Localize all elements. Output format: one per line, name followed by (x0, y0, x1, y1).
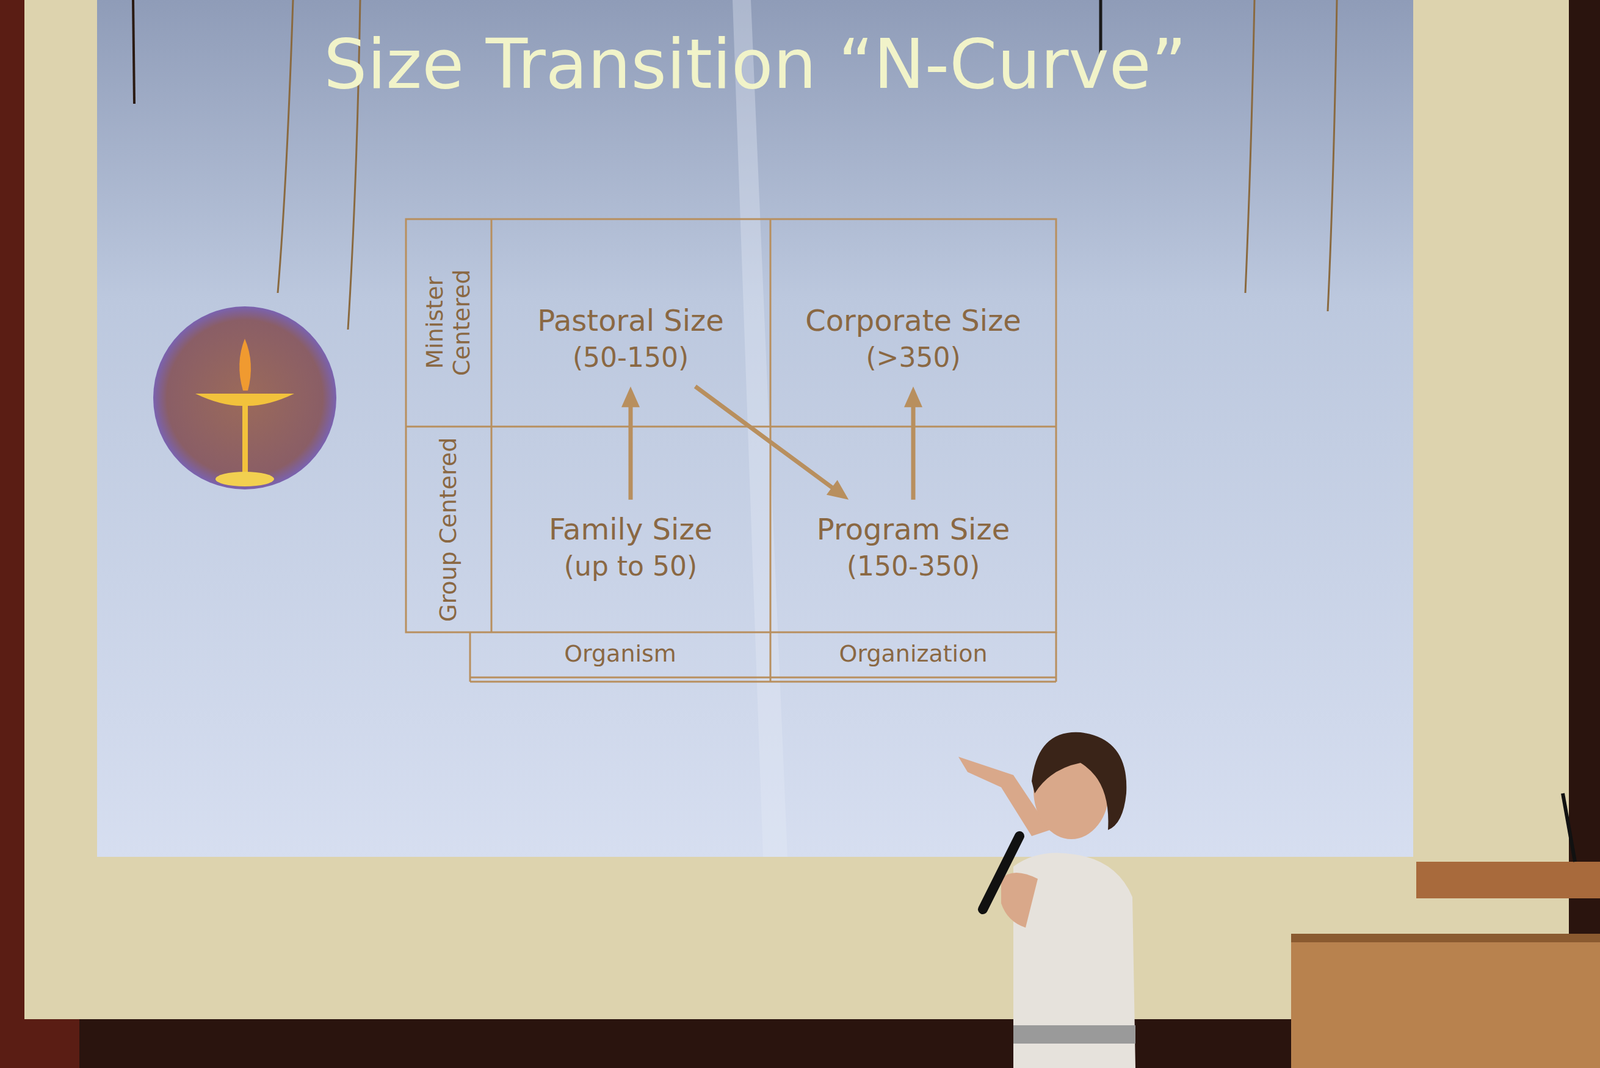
projected-slide (97, 0, 1414, 858)
cell-heading: Pastoral Size (537, 303, 724, 339)
transition-arrow (695, 386, 849, 500)
hanging-wire (277, 0, 294, 294)
podium-top (1416, 861, 1600, 899)
cell-range: (>350) (805, 341, 1022, 375)
podium-mic (1562, 793, 1575, 862)
cell-range: (150-350) (816, 550, 1010, 583)
light-streak (732, 0, 788, 858)
cell-heading: Corporate Size (805, 303, 1022, 339)
size-cell: Corporate Size(>350) (791, 294, 1035, 383)
slide-title: Size Transition “N-Curve” (97, 24, 1414, 104)
size-cell: Family Size(up to 50) (535, 503, 726, 592)
row-header: Group Centered (435, 413, 463, 646)
hanging-wire (133, 0, 135, 104)
screen (24, 0, 1569, 1020)
chalice-flame (239, 338, 251, 391)
presenter-hair (1031, 732, 1127, 831)
column-header: Organization (772, 640, 1054, 668)
column-header: Organism (485, 640, 755, 668)
presenter-hand (1001, 872, 1038, 928)
hanging-wire (1245, 0, 1255, 294)
cell-heading: Program Size (816, 512, 1010, 548)
cell-range: (50-150) (537, 341, 724, 375)
transition-arrow (904, 386, 923, 500)
size-cell: Program Size(150-350) (803, 503, 1024, 592)
hanging-wire (1327, 0, 1337, 312)
microphone (982, 836, 1020, 910)
presenter-belt (1013, 1025, 1136, 1044)
podium (1291, 933, 1600, 1068)
cell-range: (up to 50) (548, 550, 713, 583)
chalice-base (215, 471, 275, 487)
podium-edge (1291, 933, 1600, 943)
cell-heading: Family Size (548, 512, 713, 548)
table-grid (405, 219, 1057, 682)
size-cell: Pastoral Size(50-150) (523, 294, 738, 383)
chalice-stem (242, 402, 248, 477)
transition-arrow (621, 386, 640, 500)
row-header: Minister Centered (421, 255, 475, 391)
chalice-circle (153, 306, 337, 490)
